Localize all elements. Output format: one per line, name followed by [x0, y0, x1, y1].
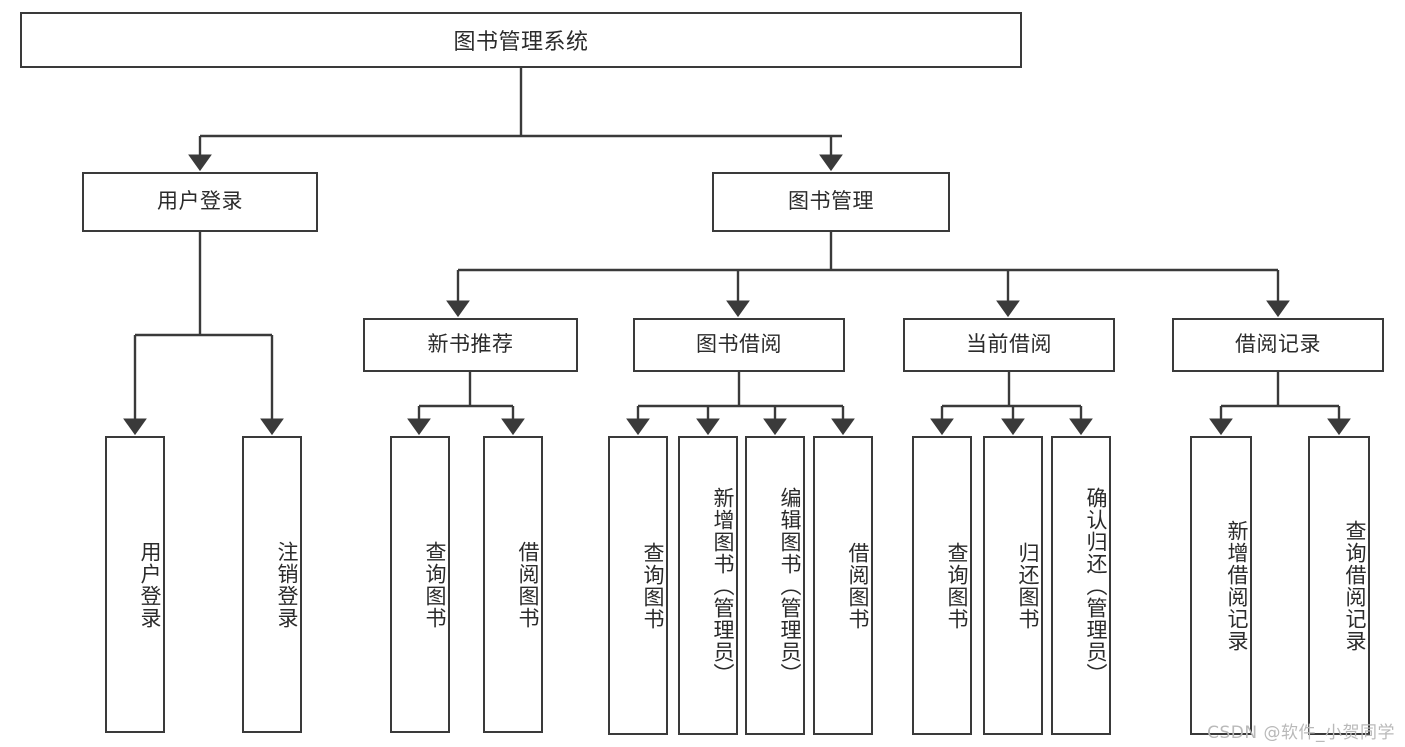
leaf-user-login-label: 用户登录	[138, 540, 162, 629]
leaf-borrow-book-rec-label: 借阅图书	[516, 540, 540, 629]
leaf-query-book-current-label: 查询图书	[945, 541, 969, 630]
node-current-borrowing[interactable]: 当前借阅	[903, 318, 1115, 372]
node-borrow-records[interactable]: 借阅记录	[1172, 318, 1384, 372]
node-book-borrowing-label: 图书借阅	[696, 332, 782, 357]
leaf-borrow-book[interactable]: 借阅图书	[813, 436, 873, 735]
leaf-edit-book-admin-label: 编辑图书（管理员）	[778, 486, 802, 685]
leaf-confirm-return-admin[interactable]: 确认归还（管理员）	[1051, 436, 1111, 735]
node-book-management-label: 图书管理	[788, 189, 874, 214]
leaf-query-book-current[interactable]: 查询图书	[912, 436, 972, 735]
leaf-add-borrow-record[interactable]: 新增借阅记录	[1190, 436, 1252, 735]
leaf-logout[interactable]: 注销登录	[242, 436, 302, 733]
leaf-edit-book-admin[interactable]: 编辑图书（管理员）	[745, 436, 805, 735]
leaf-borrow-book-rec[interactable]: 借阅图书	[483, 436, 543, 733]
node-book-management[interactable]: 图书管理	[712, 172, 950, 232]
leaf-return-book-label: 归还图书	[1016, 541, 1040, 630]
leaf-logout-label: 注销登录	[275, 540, 299, 629]
node-book-borrowing[interactable]: 图书借阅	[633, 318, 845, 372]
leaf-query-borrow-record[interactable]: 查询借阅记录	[1308, 436, 1370, 735]
leaf-query-book-rec-label: 查询图书	[423, 540, 447, 629]
leaf-user-login[interactable]: 用户登录	[105, 436, 165, 733]
watermark: CSDN @软件_小贺同学	[1207, 723, 1395, 743]
leaf-return-book[interactable]: 归还图书	[983, 436, 1043, 735]
leaf-query-borrow-record-label: 查询借阅记录	[1343, 519, 1367, 652]
node-root[interactable]: 图书管理系统	[20, 12, 1022, 68]
leaf-query-book-borrow[interactable]: 查询图书	[608, 436, 668, 735]
node-new-book-recommendation[interactable]: 新书推荐	[363, 318, 578, 372]
node-borrow-records-label: 借阅记录	[1235, 332, 1321, 357]
node-root-label: 图书管理系统	[453, 30, 589, 55]
leaf-add-book-admin[interactable]: 新增图书（管理员）	[678, 436, 738, 735]
node-new-book-recommendation-label: 新书推荐	[427, 332, 514, 357]
leaf-borrow-book-label: 借阅图书	[846, 541, 870, 630]
leaf-add-book-admin-label: 新增图书（管理员）	[711, 486, 735, 685]
leaf-query-book-rec[interactable]: 查询图书	[390, 436, 450, 733]
leaf-add-borrow-record-label: 新增借阅记录	[1225, 519, 1249, 652]
node-user-login-label: 用户登录	[157, 189, 243, 214]
node-user-login[interactable]: 用户登录	[82, 172, 318, 232]
node-current-borrowing-label: 当前借阅	[966, 332, 1052, 357]
leaf-query-book-borrow-label: 查询图书	[641, 541, 665, 630]
leaf-confirm-return-admin-label: 确认归还（管理员）	[1084, 486, 1108, 685]
